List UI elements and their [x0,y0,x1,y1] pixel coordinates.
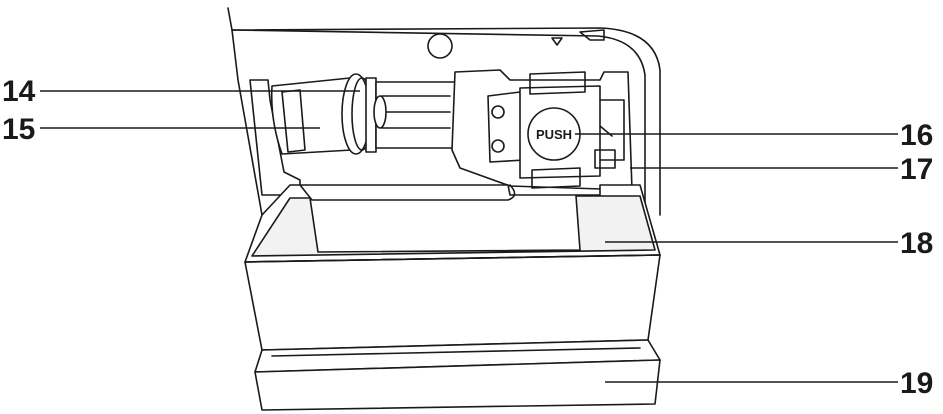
callout-16: 16 [900,119,933,152]
tray-lip [299,184,516,201]
callout-18: 18 [900,227,933,260]
callout-19: 19 [900,367,933,400]
housing-top-knob [427,33,453,59]
top-latch [579,29,605,41]
shaft-end [373,95,387,129]
base-front [254,359,661,411]
side-block [594,149,616,169]
screw-bottom [491,139,505,153]
tray-inner [251,195,656,257]
arrow-indicator-icon [551,37,563,46]
chamber-cup [270,77,353,155]
housing-top-ridge [231,29,646,206]
release-mechanism: PUSH [451,69,633,191]
base-groove [271,347,641,357]
cavity-left-wall [249,79,301,196]
tray-front [244,254,661,351]
housing [227,7,661,216]
bottom-clip [531,167,581,189]
side-bracket [599,99,625,161]
cylinder-chamber [270,73,377,155]
tray-top-edge [244,254,661,263]
housing-outer-wall [227,7,661,216]
callout-17: 17 [900,153,933,186]
housing-inner-wall [231,29,263,216]
screw-top [491,105,505,119]
drive-shaft [373,81,456,149]
base-drawer [254,339,661,411]
shaft-housing [375,81,456,149]
callout-15: 15 [2,113,35,146]
collection-tray [244,184,661,351]
callout-14: 14 [2,75,36,108]
top-clip [529,71,586,95]
push-button-label: PUSH [536,127,572,142]
